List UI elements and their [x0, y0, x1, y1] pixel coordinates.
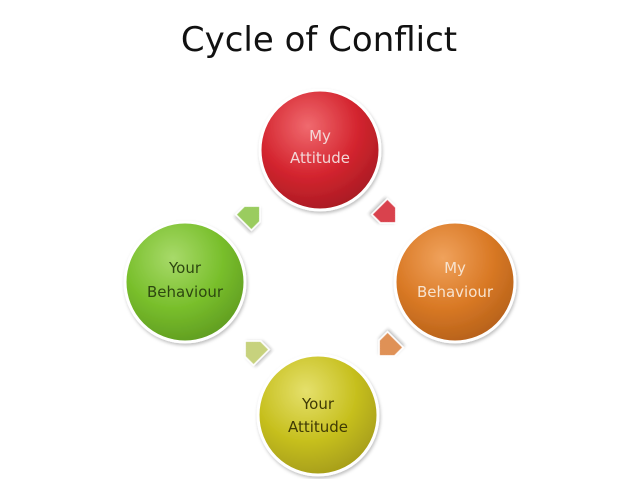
slide-title: Cycle of Conflict	[180, 20, 458, 60]
node-your-behaviour-label-line2: Behaviour	[147, 283, 224, 301]
node-my-behaviour-label-line2: Behaviour	[417, 283, 494, 301]
node-your-attitude-label-line2: Attitude	[288, 418, 348, 436]
node-your-behaviour: Your Behaviour	[123, 220, 247, 344]
arrow-your-attitude-to-your-behaviour	[244, 340, 271, 367]
node-my-attitude-label-line1: My	[309, 127, 331, 145]
node-my-behaviour: My Behaviour	[393, 220, 517, 344]
node-my-behaviour-label-line1: My	[444, 259, 466, 277]
node-my-attitude-label-line2: Attitude	[290, 149, 350, 167]
arrow-your-behaviour-to-my-attitude	[234, 205, 261, 232]
node-your-attitude-label-line1: Your	[301, 395, 335, 413]
arrow-behaviour-to-your-attitude	[378, 330, 405, 357]
node-your-attitude: Your Attitude	[256, 353, 380, 477]
node-your-behaviour-label-line1: Your	[168, 259, 202, 277]
node-my-attitude: My Attitude	[258, 88, 382, 212]
arrow-attitude-to-behaviour	[370, 197, 397, 224]
